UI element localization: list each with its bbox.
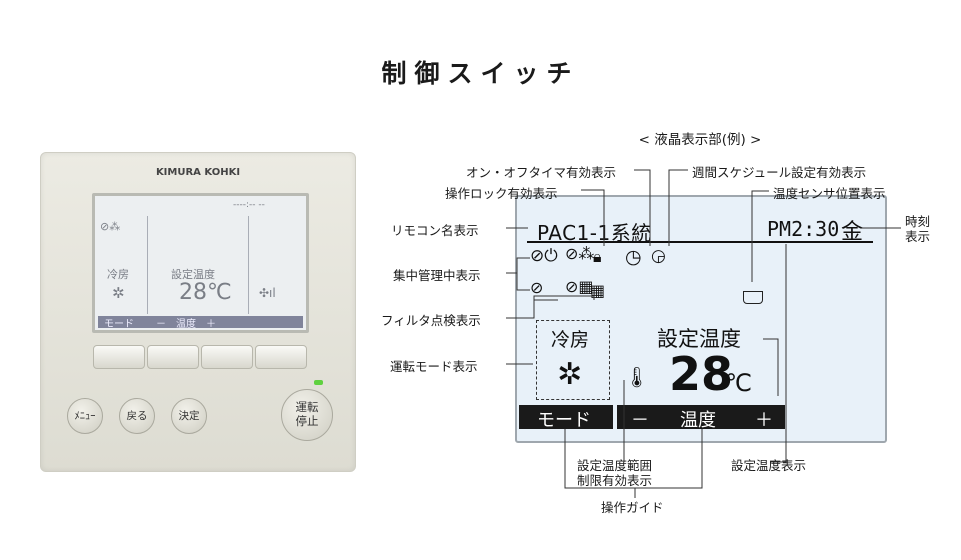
label-filter: フィルタ点検表示 — [381, 313, 481, 328]
guide-mode-label: モード — [537, 410, 591, 431]
mode-box: 冷房 ✲ — [536, 320, 610, 400]
mini-divider — [248, 216, 249, 314]
guide-mode-key: モード — [519, 405, 613, 431]
power-led — [314, 380, 323, 385]
sensor-position-icon — [743, 291, 763, 304]
lock-icon: 🔒︎ — [593, 247, 602, 266]
leader-filter-a — [506, 299, 558, 319]
mini-temp: 28℃ — [179, 280, 232, 305]
mini-guide-temp: － 温度 ＋ — [156, 319, 216, 330]
run-stop-button[interactable]: 運転 停止 — [281, 389, 333, 441]
mini-lcd-screen: ----:-- -- ⊘⁂ 冷房 ✲ 設定温度 28℃ ✣ıl モード － 温度… — [92, 193, 309, 333]
weekly-schedule-icon: ◶ — [651, 246, 666, 266]
filter-check-icon: ⊘▦ — [565, 277, 594, 296]
label-clock: 時刻 表示 — [905, 214, 930, 244]
remote-controller-photo: KIMURA KOHKI ----:-- -- ⊘⁂ 冷房 ✲ 設定温度 28℃… — [40, 152, 356, 472]
label-central: 集中管理中表示 — [393, 268, 481, 283]
function-button-4[interactable] — [255, 345, 307, 369]
snowflake-icon: ✲ — [557, 357, 583, 392]
leader-filter-b — [533, 295, 595, 300]
label-range-line1: 設定温度範囲 — [577, 458, 653, 473]
mini-clock-dashes: ----:-- -- — [233, 200, 265, 210]
mini-snowflake-icon: ✲ — [112, 284, 125, 302]
function-button-1[interactable] — [93, 345, 145, 369]
mini-fan-icon: ✣ıl — [259, 286, 276, 300]
lcd-temp-unit: ℃ — [725, 369, 752, 397]
function-button-2[interactable] — [147, 345, 199, 369]
run-label: 運転 — [295, 400, 319, 414]
lcd-setpoint-label: 設定温度 — [657, 327, 741, 351]
mini-guide-bar: モード － 温度 ＋ — [98, 316, 303, 330]
label-guide: 操作ガイド — [601, 500, 664, 515]
label-clock-line2: 表示 — [905, 229, 931, 244]
lcd-clock: PM2:30 — [767, 217, 840, 241]
leader-guide-bracket — [564, 429, 703, 489]
back-button[interactable]: 戻る — [119, 398, 155, 434]
function-button-3[interactable] — [201, 345, 253, 369]
central-temp-icon: ⊘ — [530, 278, 544, 297]
leader-central-b — [516, 273, 530, 291]
mini-guide-mode: モード — [104, 319, 134, 330]
leader-timer — [634, 169, 651, 246]
label-lock: 操作ロック有効表示 — [445, 186, 558, 201]
mini-mode-text: 冷房 — [107, 268, 129, 281]
lcd-mode-text: 冷房 — [551, 329, 590, 351]
lcd-temp-value: 28 — [669, 347, 734, 401]
leader-lock — [581, 189, 605, 246]
label-sensor: 温度センサ位置表示 — [773, 186, 886, 201]
leader-central-a — [506, 257, 530, 274]
label-range-limit: 設定温度範囲 制限有効表示 — [577, 458, 652, 488]
lcd-section-header: < 液晶表示部(例) > — [638, 132, 762, 148]
label-range-line2: 制限有効表示 — [577, 473, 653, 488]
guide-temp-key: － 温度 ＋ — [617, 405, 785, 431]
guide-plus-label: ＋ — [755, 410, 773, 431]
ok-button[interactable]: 決定 — [171, 398, 207, 434]
lcd-weekday: 金 — [841, 220, 864, 245]
temp-range-limit-icon: 🌡︎ — [624, 365, 650, 389]
page-title: 制御スイッチ — [381, 59, 580, 88]
leader-sensor — [751, 190, 769, 282]
label-remote-name: リモコン名表示 — [391, 223, 479, 238]
label-mode: 運転モード表示 — [390, 359, 478, 374]
label-timer: オン・オフタイマ有効表示 — [466, 165, 617, 180]
label-schedule: 週間スケジュール設定有効表示 — [692, 165, 867, 180]
brand-logo: KIMURA KOHKI — [155, 167, 241, 178]
leader-setpoint-label — [763, 338, 779, 396]
lcd-display-diagram: PAC1-1系統 PM2:30 金 ⊘⏻ ⊘⁂ 🔒︎ ◷ ◶ ⊘ ⊘▦ ▦ 冷房… — [515, 195, 887, 443]
stop-label: 停止 — [295, 414, 319, 428]
filter-grid-icon: ▦ — [590, 281, 606, 300]
central-control-icon: ⊘⏻ — [530, 246, 558, 266]
central-humidity-icon: ⊘⁂ — [565, 244, 595, 263]
mini-setpoint-label: 設定温度 — [171, 268, 215, 281]
label-setpoint: 設定温度表示 — [731, 458, 807, 473]
leader-schedule — [668, 169, 688, 246]
mini-divider — [147, 216, 148, 314]
menu-button[interactable]: ﾒﾆｭｰ — [67, 398, 103, 434]
guide-temp-label: 温度 — [680, 410, 716, 431]
leader-setpoint — [770, 244, 787, 463]
label-clock-line1: 時刻 — [905, 214, 931, 229]
lcd-header-underline — [527, 241, 873, 243]
guide-minus-label: － — [631, 410, 649, 431]
timer-clock-icon: ◷ — [625, 246, 642, 268]
mini-status-icons: ⊘⁂ — [100, 220, 121, 233]
